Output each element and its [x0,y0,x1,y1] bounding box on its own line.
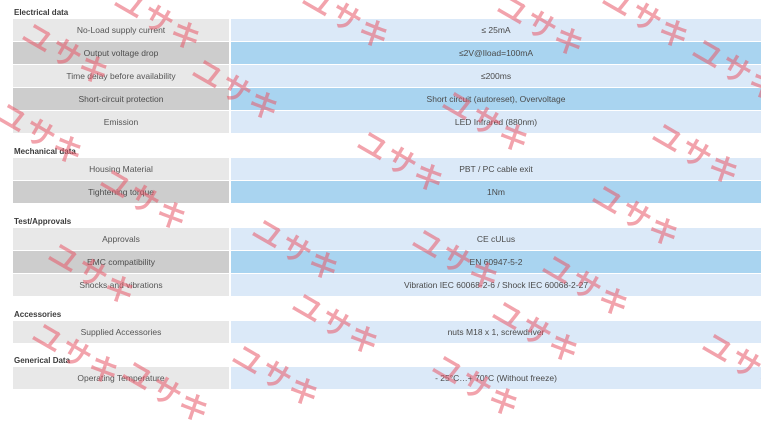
spec-label: Time delay before availability [13,65,229,87]
section-title-general: Generical Data [14,356,71,365]
spec-value: - 25°C…+ 70°C (Without freeze) [231,367,761,389]
spec-value: Vibration IEC 60068-2-6 / Shock IEC 6006… [231,274,761,296]
spec-row-drop: Output voltage drop ≤2V@Iload=100mA [13,42,761,64]
spec-row-short: Short-circuit protection Short circuit (… [13,88,761,110]
spec-label: Tightening torque [13,181,229,203]
spec-value: CE cULus [231,228,761,250]
spec-value: nuts M18 x 1, screwdriver [231,321,761,343]
spec-value: ≤2V@Iload=100mA [231,42,761,64]
spec-label: EMC compatibility [13,251,229,273]
spec-value: ≤ 25mA [231,19,761,41]
spec-row-delay: Time delay before availability ≤200ms [13,65,761,87]
spec-row-supplied: Supplied Accessories nuts M18 x 1, screw… [13,321,761,343]
section-title-mechanical: Mechanical data [14,147,76,156]
section-title-accessories: Accessories [14,310,62,319]
spec-label: Supplied Accessories [13,321,229,343]
spec-value: Short circuit (autoreset), Overvoltage [231,88,761,110]
spec-row-approvals: Approvals CE cULus [13,228,761,250]
spec-row-housing: Housing Material PBT / PC cable exit [13,158,761,180]
spec-label: Operating Temperature [13,367,229,389]
spec-value: ≤200ms [231,65,761,87]
watermark: ユサキ [115,353,217,433]
spec-row-emission: Emission LED Infrared (880nm) [13,111,761,133]
spec-value: EN 60947-5-2 [231,251,761,273]
section-title-electrical: Electrical data [14,8,69,17]
section-title-tests: Test/Approvals [14,217,72,226]
spec-label: Approvals [13,228,229,250]
spec-value: LED Infrared (880nm) [231,111,761,133]
spec-value: 1Nm [231,181,761,203]
spec-row-temp: Operating Temperature - 25°C…+ 70°C (Wit… [13,367,761,389]
spec-label: No-Load supply current [13,19,229,41]
spec-row-torque: Tightening torque 1Nm [13,181,761,203]
spec-value: PBT / PC cable exit [231,158,761,180]
spec-label: Emission [13,111,229,133]
spec-label: Output voltage drop [13,42,229,64]
spec-row-emc: EMC compatibility EN 60947-5-2 [13,251,761,273]
spec-label: Housing Material [13,158,229,180]
spec-label: Short-circuit protection [13,88,229,110]
spec-row-shocks: Shocks and vibrations Vibration IEC 6006… [13,274,761,296]
spec-label: Shocks and vibrations [13,274,229,296]
spec-row-noload: No-Load supply current ≤ 25mA [13,19,761,41]
